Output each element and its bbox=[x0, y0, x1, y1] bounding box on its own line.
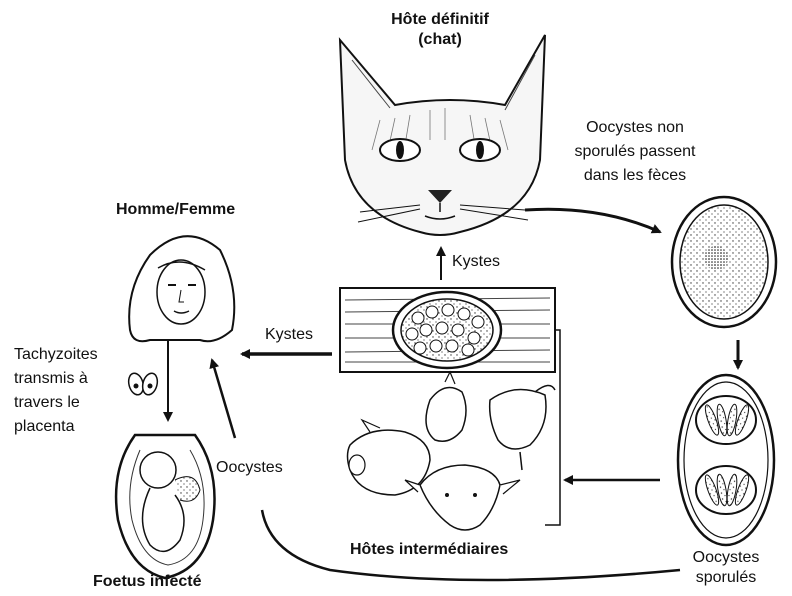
unsporulated-line2: sporulés passent bbox=[550, 140, 720, 164]
tachyzoites-label: Tachyzoites transmis à travers le placen… bbox=[14, 343, 98, 439]
tachy-line3: travers le bbox=[14, 391, 98, 415]
tachy-line2: transmis à bbox=[14, 367, 98, 391]
fetus-icon bbox=[116, 435, 214, 578]
woman-icon bbox=[129, 236, 234, 341]
definitive-host-label: Hôte définitif (chat) bbox=[360, 10, 520, 50]
sporulated-line1: Oocystes bbox=[676, 548, 776, 568]
tachy-line1: Tachyzoites bbox=[14, 343, 98, 367]
intermediate-hosts-label: Hôtes intermédiaires bbox=[350, 540, 508, 560]
unsporulated-oocyst-icon bbox=[672, 197, 776, 327]
unsporulated-line1: Oocystes non bbox=[550, 116, 720, 140]
tachy-line4: placenta bbox=[14, 415, 98, 439]
cat-icon bbox=[340, 35, 545, 235]
sporulated-label: Oocystes sporulés bbox=[676, 548, 776, 588]
oocystes-mid-label: Oocystes bbox=[216, 458, 283, 478]
kystes-up-label: Kystes bbox=[452, 252, 500, 272]
infected-fetus-label: Foetus infecté bbox=[93, 572, 201, 592]
unsporulated-label: Oocystes non sporulés passent dans les f… bbox=[550, 116, 720, 188]
unsporulated-line3: dans les fèces bbox=[550, 164, 720, 188]
tachyzoites-icon bbox=[126, 372, 159, 397]
definitive-host-line1: Hôte définitif bbox=[360, 10, 520, 30]
sporulated-line2: sporulés bbox=[676, 568, 776, 588]
sporulated-oocyst-icon bbox=[678, 375, 774, 545]
intermediate-hosts-icon bbox=[348, 372, 556, 530]
tissue-cyst-icon bbox=[340, 288, 555, 372]
human-host-label: Homme/Femme bbox=[116, 200, 235, 220]
kystes-left-label: Kystes bbox=[265, 325, 313, 345]
arrow-oocyst-to-woman bbox=[212, 360, 235, 438]
definitive-host-line2: (chat) bbox=[360, 30, 520, 50]
arrow-cat-to-oocyst bbox=[525, 209, 660, 232]
